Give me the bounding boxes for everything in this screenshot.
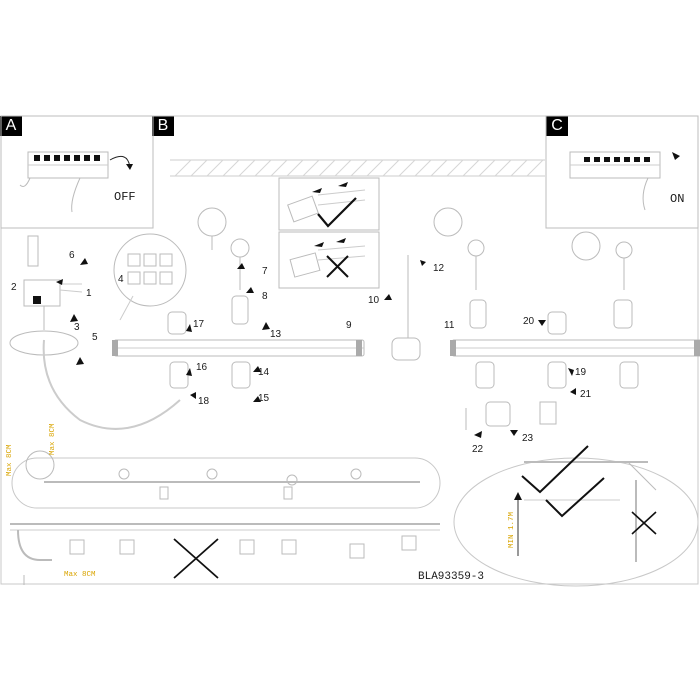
callout-5: 5 xyxy=(92,332,98,343)
track-rail-left xyxy=(112,339,365,357)
callout-12: 12 xyxy=(433,263,445,274)
callout-22: 22 xyxy=(472,444,484,455)
insertion-correct-box xyxy=(278,177,380,231)
dimension-min-height: MIN 1.7M xyxy=(508,511,516,548)
cross-mark-icon xyxy=(326,255,349,278)
callout-numbers: 1 2 3 4 5 6 7 8 9 10 11 12 13 14 15 16 1… xyxy=(11,250,592,455)
callout-2: 2 xyxy=(11,282,17,293)
panel-label-b: B xyxy=(152,116,174,136)
canopy-assembly xyxy=(9,235,181,430)
terminal-detail-circle xyxy=(113,233,187,321)
callout-23: 23 xyxy=(522,433,534,444)
terminal-block-off xyxy=(19,151,133,213)
switch-on-label: ON xyxy=(670,192,684,206)
ceiling-surface xyxy=(170,159,545,177)
model-code: BLA93359-3 xyxy=(418,571,484,583)
spotlight-heads xyxy=(167,207,639,430)
panel-a-box xyxy=(0,115,154,229)
callout-10: 10 xyxy=(368,295,380,306)
callout-3: 3 xyxy=(74,322,80,333)
dimension-cable-side: Max 8CM xyxy=(49,423,57,455)
dimension-bottom-gap: Max 8CM xyxy=(64,571,96,579)
callout-9: 9 xyxy=(346,320,352,331)
wall-install-view xyxy=(10,523,440,585)
callout-13: 13 xyxy=(270,329,282,340)
check-mark-icon xyxy=(545,477,605,518)
callout-15: 15 xyxy=(258,393,270,404)
callout-6: 6 xyxy=(69,250,75,261)
panel-c-box xyxy=(545,115,699,229)
callout-16: 16 xyxy=(196,362,208,373)
insertion-wrong-box xyxy=(278,231,380,289)
callout-1: 1 xyxy=(86,288,92,299)
callout-11: 11 xyxy=(444,320,455,331)
rotate-arrow-icon xyxy=(126,164,133,170)
rotate-arrow-icon xyxy=(672,152,680,160)
callout-4: 4 xyxy=(118,274,124,285)
callout-14: 14 xyxy=(258,367,270,378)
ceiling-hatch xyxy=(174,159,544,177)
cross-mark-icon xyxy=(173,538,219,579)
check-mark-icon xyxy=(521,445,589,494)
panel-label-c: C xyxy=(546,116,568,136)
cross-mark-icon xyxy=(631,511,657,535)
arrow-icons xyxy=(56,258,576,438)
callout-21: 21 xyxy=(580,389,592,400)
callout-20: 20 xyxy=(523,316,535,327)
dimension-ceiling-gap: Max 8CM xyxy=(6,444,14,476)
track-rail-right xyxy=(450,339,700,357)
callout-7: 7 xyxy=(262,266,268,277)
callout-8: 8 xyxy=(262,291,268,302)
panel-label-a: A xyxy=(0,116,22,136)
terminal-block-on xyxy=(569,151,680,211)
height-install-view xyxy=(453,445,699,587)
sheet-frame xyxy=(0,115,699,585)
callout-18: 18 xyxy=(198,396,210,407)
suspended-install-view xyxy=(11,450,441,509)
callout-19: 19 xyxy=(575,367,587,378)
callout-17: 17 xyxy=(193,319,205,330)
switch-off-label: OFF xyxy=(114,190,136,204)
check-mark-icon xyxy=(317,197,357,228)
terminal-screws xyxy=(34,155,100,161)
